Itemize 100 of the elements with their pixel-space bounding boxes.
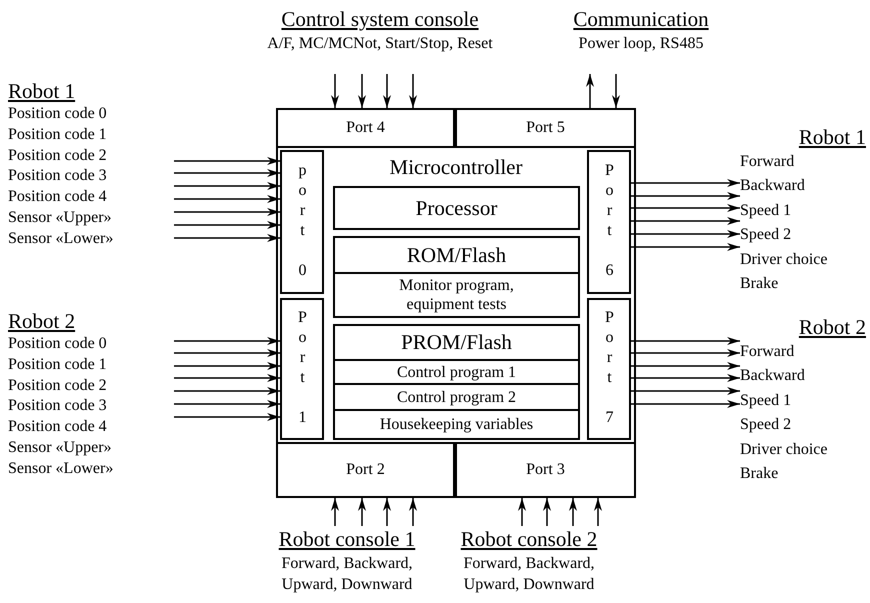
signal-label: Position code 4 [8,187,108,208]
arrow [631,374,740,382]
signal-label: Power loop, RS485 [578,34,704,54]
group-heading: Robot 1 [8,78,76,104]
arrow [631,349,740,357]
signal-label: Position code 0 [8,104,108,124]
arrow [409,74,417,108]
arrow [174,157,280,165]
signal-label: Forward, Backward, Upward, Downward [280,554,414,595]
arrow [358,74,366,108]
arrow [331,74,339,108]
arrow [631,217,740,225]
group-heading: Control system console [280,6,480,32]
memory-box [333,324,580,440]
microcontroller-box [276,108,636,498]
port-box [587,298,631,440]
arrow [594,498,602,526]
port-label: Port 2 [346,460,385,480]
signal-label: Position code 2 [8,376,108,396]
port-box [455,108,636,148]
arrow [569,498,577,526]
signal-label: Speed 1 [740,390,792,411]
signal-label: Sensor «Upper» [8,208,113,228]
signal-label: A/F, MC/MCNot, Start/Stop, Reset [266,34,494,54]
arrow [174,387,280,395]
port-label: port 0 [294,162,310,282]
arrow [174,234,280,242]
memory-section-label: Control program 1 [335,359,578,383]
memory-section-label: Housekeeping variables [335,409,578,438]
arrow [358,498,366,526]
group-heading: Robot console 1 [278,526,416,552]
signal-label: Position code 0 [8,334,108,354]
arrow [631,362,740,370]
arrow [174,221,280,229]
signal-label: Position code 3 [8,396,108,416]
signal-label: Sensor «Upper» [8,438,113,458]
arrow [174,400,280,408]
signal-label: Backward [740,176,806,196]
group-heading: Robot 1 [798,124,866,150]
arrow [631,243,740,251]
signal-label: Driver choice [740,250,829,270]
port-box [280,298,324,440]
memory-section-label: Control program 2 [335,383,578,409]
arrow [383,498,391,526]
port-box [587,150,631,294]
arrow [631,400,740,408]
arrow [174,362,280,370]
arrow [174,337,280,345]
arrow [331,498,339,526]
arrow [586,74,594,108]
arrow [631,387,740,395]
port-box [276,442,455,498]
signal-label: Sensor «Lower» [8,458,114,479]
signal-label: Speed 1 [740,200,792,221]
arrow [543,498,551,526]
group-heading: Robot 2 [798,314,866,340]
port-box [276,108,455,148]
group-heading: Robot console 2 [460,526,598,552]
signal-label: Backward [740,366,806,386]
signal-label: Brake [740,274,780,294]
port-box [280,150,324,294]
signal-label: Speed 2 [740,225,792,246]
arrow [409,498,417,526]
arrow [631,204,740,212]
signal-label: Sensor «Lower» [8,228,114,249]
port-box [455,442,636,498]
group-heading: Communication [572,6,710,32]
memory-title: PROM/Flash [400,329,513,356]
signal-label: Speed 2 [740,415,792,436]
arrow [383,74,391,108]
arrow [174,195,280,203]
arrow [631,192,740,200]
arrow [174,182,280,190]
memory-box [333,236,580,318]
memory-box [333,186,580,230]
memory-title: ROM/Flash [406,242,508,268]
port-label: Port 6 [601,162,617,282]
arrow [174,374,280,382]
group-heading: Robot 2 [8,308,76,334]
port-label: Port 5 [526,118,565,138]
arrow [174,349,280,357]
port-label: Port 4 [346,118,385,138]
arrow [174,413,280,421]
memory-title: Processor [414,194,498,222]
port-label: Port 7 [601,309,617,429]
port-label: Port 3 [526,460,565,480]
arrow [518,498,526,526]
arrow [631,179,740,187]
arrow [174,208,280,216]
arrow [174,169,280,177]
signal-label: Position code 1 [8,354,108,375]
signal-label: Forward [740,152,796,172]
signal-label: Forward, Backward, Upward, Downward [462,554,596,595]
signal-label: Position code 4 [8,417,108,438]
signal-label: Forward [740,342,796,362]
arrow [631,337,740,345]
signal-label: Driver choice [740,440,829,460]
memory-section-label: Monitor program, equipment tests [335,272,578,316]
arrow [612,74,620,108]
signal-label: Position code 1 [8,124,108,145]
